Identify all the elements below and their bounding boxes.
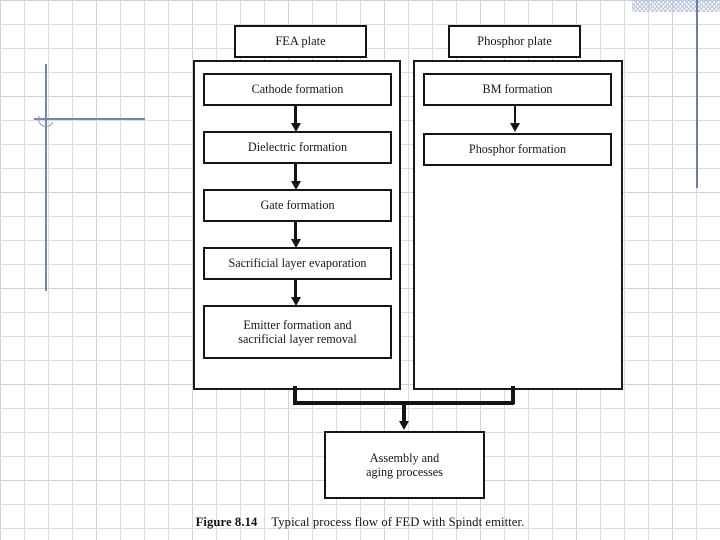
step-cathode-formation: Cathode formation <box>203 73 392 106</box>
step-emitter-formation-label-line2: sacrificial layer removal <box>238 332 357 346</box>
step-gate-formation-label: Gate formation <box>260 198 335 213</box>
step-phosphor-formation: Phosphor formation <box>423 133 612 166</box>
figure-caption-label: Figure 8.14 <box>195 515 258 529</box>
step-sacrificial-layer-evaporation: Sacrificial layer evaporation <box>203 247 392 280</box>
step-assembly-label-line2: aging processes <box>366 465 443 479</box>
column-header-fea-plate: FEA plate <box>234 25 367 58</box>
arrow-dielectric-to-gate <box>294 162 297 182</box>
figure-caption: Figure 8.14 Typical process flow of FED w… <box>0 515 720 530</box>
annotation-horizontal-line-left <box>34 118 145 120</box>
merge-connector-right-stem <box>511 386 515 404</box>
step-emitter-formation: Emitter formation and sacrificial layer … <box>203 305 392 359</box>
arrow-sacrificial-to-emitter <box>294 278 297 298</box>
arrow-merge-to-assembly <box>402 403 406 422</box>
step-bm-formation: BM formation <box>423 73 612 106</box>
step-emitter-formation-label-line1: Emitter formation and <box>243 317 352 332</box>
step-phosphor-formation-label: Phosphor formation <box>468 142 567 157</box>
step-bm-formation-label: BM formation <box>482 82 553 97</box>
step-sacrificial-layer-evaporation-label: Sacrificial layer evaporation <box>228 256 367 271</box>
phosphor-plate-panel <box>413 60 623 390</box>
figure-caption-text: Typical process flow of FED with Spindt … <box>271 515 525 529</box>
hatched-band <box>632 0 720 12</box>
column-header-phosphor-plate-label: Phosphor plate <box>477 34 552 49</box>
arrow-cathode-to-dielectric <box>294 104 297 124</box>
annotation-vertical-line-left <box>45 64 47 291</box>
annotation-vertical-line-right <box>696 0 698 188</box>
step-assembly-label-line1: Assembly and <box>369 450 440 465</box>
step-gate-formation: Gate formation <box>203 189 392 222</box>
column-header-fea-plate-label: FEA plate <box>275 34 326 49</box>
merge-connector-left-stem <box>293 386 297 404</box>
arrow-bm-to-phosphor <box>514 104 516 124</box>
column-header-phosphor-plate: Phosphor plate <box>448 25 581 58</box>
arrow-gate-to-sacrificial <box>294 220 297 240</box>
step-dielectric-formation-label: Dielectric formation <box>247 140 348 155</box>
step-dielectric-formation: Dielectric formation <box>203 131 392 164</box>
step-assembly-and-aging: Assembly and aging processes <box>324 431 485 499</box>
step-cathode-formation-label: Cathode formation <box>251 82 344 97</box>
